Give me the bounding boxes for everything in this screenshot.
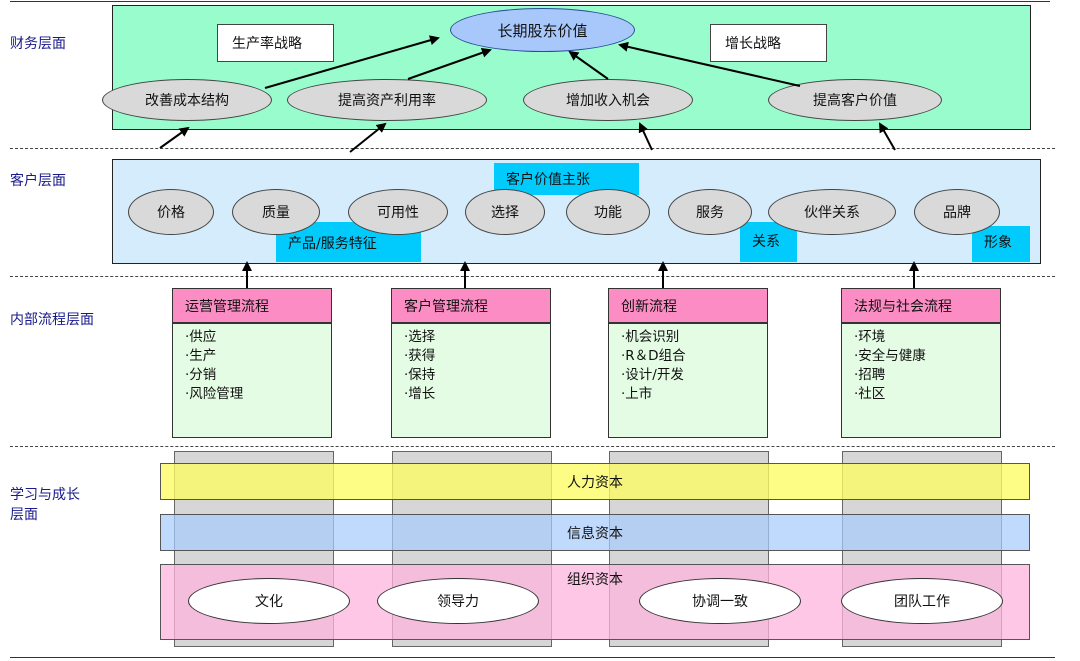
process-innovation-item: ·设计/开发 (621, 367, 684, 383)
process-innovation-header: 创新流程 (608, 288, 768, 323)
objective-improve-cost-structure: 改善成本结构 (102, 79, 272, 121)
arrow-customer-to-revenue (638, 122, 653, 151)
attribute-brand: 品牌 (914, 189, 1000, 235)
process-operations-item: ·风险管理 (185, 386, 244, 402)
process-customer-mgmt-item: ·获得 (404, 348, 436, 364)
process-customer-mgmt-item: ·增长 (404, 386, 436, 402)
process-customer-mgmt-body: ·选择 ·获得 ·保持 ·增长 (391, 323, 551, 438)
separator-financial-customer (10, 148, 1055, 149)
attribute-selection: 选择 (465, 189, 545, 235)
process-operations-item: ·生产 (185, 348, 217, 364)
layer-label-internal: 内部流程层面 (10, 312, 94, 328)
process-innovation-item: ·上市 (621, 386, 653, 402)
information-capital-band: 信息资本 (160, 514, 1030, 551)
culture-item-culture: 文化 (188, 578, 350, 624)
culture-item-leadership: 领导力 (377, 578, 539, 624)
process-innovation-item: ·机会识别 (621, 329, 680, 345)
process-customer-mgmt-header: 客户管理流程 (391, 288, 551, 323)
information-capital-label: 信息资本 (567, 525, 623, 542)
arrow-customer-to-customervalue (879, 122, 896, 151)
process-regulatory-item: ·招聘 (854, 367, 886, 383)
growth-strategy-box: 增长战略 (710, 24, 827, 62)
top-border-line (10, 1, 1050, 2)
layer-label-learning-line2: 层面 (10, 507, 38, 523)
process-innovation-item: ·R＆D组合 (621, 348, 686, 364)
attribute-partnership: 伙伴关系 (768, 189, 896, 235)
attribute-quality: 质量 (232, 189, 320, 235)
process-operations-header: 运营管理流程 (172, 288, 332, 323)
objective-increase-revenue: 增加收入机会 (523, 79, 693, 121)
process-regulatory-item: ·环境 (854, 329, 886, 345)
process-customer-mgmt-item: ·选择 (404, 329, 436, 345)
layer-label-customer: 客户层面 (10, 173, 66, 189)
organization-capital-label: 组织资本 (567, 572, 623, 588)
process-operations-item: ·分销 (185, 367, 217, 383)
arrow-revenue-to-goal (568, 50, 609, 80)
process-operations-body: ·供应 ·生产 ·分销 ·风险管理 (172, 323, 332, 438)
process-regulatory-item: ·社区 (854, 386, 886, 402)
long-term-shareholder-value: 长期股东价值 (450, 8, 635, 52)
layer-label-learning-line1: 学习与成长 (10, 487, 80, 503)
productivity-strategy-box: 生产率战略 (217, 24, 334, 62)
separator-customer-internal (10, 276, 1055, 277)
human-capital-label: 人力资本 (567, 474, 623, 491)
attribute-service: 服务 (668, 189, 752, 235)
image-label: 形象 (972, 226, 1030, 262)
process-regulatory-body: ·环境 ·安全与健康 ·招聘 ·社区 (841, 323, 1001, 438)
process-innovation-body: ·机会识别 ·R＆D组合 ·设计/开发 ·上市 (608, 323, 768, 438)
attribute-price: 价格 (128, 189, 214, 235)
culture-item-teamwork: 团队工作 (841, 578, 1003, 624)
process-operations-item: ·供应 (185, 329, 217, 345)
human-capital-band: 人力资本 (160, 463, 1030, 500)
separator-internal-learning (10, 446, 1055, 447)
arrow-asset-to-goal (407, 47, 492, 80)
objective-improve-asset-utilization: 提高资产利用率 (287, 79, 487, 121)
process-regulatory-header: 法规与社会流程 (841, 288, 1001, 323)
arrow-customervalue-to-goal (618, 41, 801, 87)
culture-item-alignment: 协调一致 (639, 578, 801, 624)
process-regulatory-item: ·安全与健康 (854, 348, 926, 364)
arrow-cost-to-goal (264, 35, 440, 89)
attribute-availability: 可用性 (348, 189, 448, 235)
process-customer-mgmt-item: ·保持 (404, 367, 436, 383)
layer-label-financial: 财务层面 (10, 36, 66, 52)
attribute-functionality: 功能 (566, 189, 650, 235)
arrow-customer-to-asset (349, 122, 387, 153)
bottom-border-line (10, 657, 1055, 658)
arrow-customer-to-cost (159, 126, 190, 149)
